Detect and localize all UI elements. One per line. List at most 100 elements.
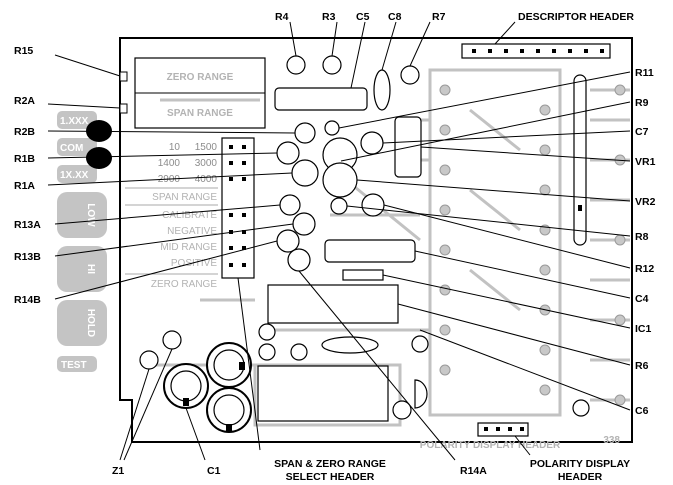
r13b-component bbox=[292, 212, 316, 236]
range-row-1-min: 10 bbox=[169, 142, 181, 153]
callout-polarity-header-line1: POLARITY DISPLAY bbox=[530, 458, 630, 470]
vr2-component-lower bbox=[322, 162, 358, 198]
hold-label: HOLD bbox=[85, 309, 96, 337]
c8-component bbox=[373, 69, 391, 111]
r5-component-c bbox=[290, 343, 308, 361]
test-label: TEST bbox=[61, 360, 87, 371]
range-row-3-max: 4000 bbox=[195, 174, 218, 185]
com-label: COM bbox=[60, 143, 83, 154]
callout-r6: R6 bbox=[635, 360, 649, 372]
callout-z1: Z1 bbox=[112, 465, 124, 477]
callout-c1: C1 bbox=[207, 465, 221, 477]
positive-option: POSITIVE bbox=[171, 258, 217, 269]
x1-range-pad bbox=[57, 111, 97, 129]
r5-component-a bbox=[258, 323, 276, 341]
callout-r4: R4 bbox=[275, 11, 289, 23]
r5-component-b bbox=[258, 343, 276, 361]
c4-component bbox=[324, 239, 416, 263]
calibrate-option: CALIBRATE bbox=[162, 210, 217, 221]
r1a-component bbox=[291, 159, 319, 187]
callout-r13a: R13A bbox=[14, 219, 41, 231]
r14b-component bbox=[276, 229, 300, 253]
c1c-marker bbox=[226, 424, 232, 432]
span-range-title: SPAN RANGE bbox=[167, 108, 233, 119]
r13a-component bbox=[279, 194, 301, 216]
callout-ic1: IC1 bbox=[635, 323, 652, 335]
callout-polarity-header-line2: HEADER bbox=[558, 471, 603, 483]
x2-range-label: 1X.XX bbox=[60, 170, 89, 181]
range-row-2-min: 1400 bbox=[158, 158, 181, 169]
r6-component bbox=[267, 284, 399, 324]
range-table: 10 1500 1400 3000 2900 4000 SPAN RANGE C… bbox=[125, 142, 218, 290]
c5-component bbox=[274, 87, 368, 111]
span-range-option: SPAN RANGE bbox=[152, 192, 217, 203]
board-number: 338 bbox=[603, 435, 620, 446]
hi-button bbox=[57, 246, 107, 292]
x2-range-pad bbox=[57, 165, 97, 183]
r1b-component bbox=[276, 141, 300, 165]
com-pad bbox=[57, 138, 97, 156]
x1-range-label: 1.XXX bbox=[60, 116, 89, 127]
polarity-pad bbox=[392, 400, 412, 420]
polarity-display-header-board-label: POLARITY DISPLAY HEADER bbox=[420, 440, 561, 451]
r4-component bbox=[286, 55, 306, 75]
callout-span-zero-header-line2: SELECT HEADER bbox=[286, 471, 375, 483]
callout-r1b: R1B bbox=[14, 153, 35, 165]
callout-r13b: R13B bbox=[14, 251, 41, 263]
callout-c6: C6 bbox=[635, 405, 649, 417]
c1b-marker bbox=[239, 362, 245, 370]
callout-r1a: R1A bbox=[14, 180, 35, 192]
c1-component-inner bbox=[170, 370, 202, 402]
hold-button bbox=[57, 300, 107, 346]
leader-lines bbox=[47, 21, 631, 461]
callout-r14b: R14B bbox=[14, 294, 41, 306]
callout-vr2: VR2 bbox=[635, 196, 656, 208]
callout-r2a: R2A bbox=[14, 95, 35, 107]
callout-r9: R9 bbox=[635, 97, 649, 109]
callout-span-zero-header-line1: SPAN & ZERO RANGE bbox=[274, 458, 386, 470]
r7-component bbox=[400, 65, 420, 85]
callout-r8: R8 bbox=[635, 231, 649, 243]
c3-component bbox=[411, 335, 429, 353]
mid-range-option: MID RANGE bbox=[160, 242, 217, 253]
r14a-component bbox=[287, 248, 311, 272]
zero-range-title: ZERO RANGE bbox=[167, 72, 234, 83]
jumper-dot-lower bbox=[86, 147, 112, 169]
zero-range-option: ZERO RANGE bbox=[151, 279, 217, 290]
low-label: LOW bbox=[85, 203, 96, 227]
r15-pad bbox=[119, 71, 128, 82]
test-button bbox=[57, 356, 97, 372]
callout-r12: R12 bbox=[635, 263, 654, 275]
c7b-component bbox=[361, 193, 385, 217]
callout-r3: R3 bbox=[322, 11, 336, 23]
c3b-component bbox=[414, 379, 428, 409]
polarity-display-header-pins bbox=[477, 422, 529, 437]
c1-marker bbox=[183, 398, 189, 406]
ic1-component bbox=[342, 269, 384, 281]
callout-r7: R7 bbox=[432, 11, 446, 23]
negative-option: NEGATIVE bbox=[167, 226, 217, 237]
c2-component bbox=[321, 336, 379, 354]
callout-vr1: VR1 bbox=[635, 156, 656, 168]
callout-c5: C5 bbox=[356, 11, 370, 23]
callout-r15: R15 bbox=[14, 45, 33, 57]
callout-r14a: R14A bbox=[460, 465, 487, 477]
led-small-component bbox=[162, 330, 182, 350]
r8-component bbox=[330, 197, 348, 215]
lower-relay-component bbox=[257, 365, 389, 422]
side-button-group: 1.XXX COM 1X.XX LOW HI HOLD TEST bbox=[57, 111, 107, 372]
callout-r2b: R2B bbox=[14, 126, 35, 138]
r3-component bbox=[322, 55, 342, 75]
low-button bbox=[57, 192, 107, 238]
callout-c8: C8 bbox=[388, 11, 402, 23]
range-row-2-max: 3000 bbox=[195, 158, 218, 169]
z1-component bbox=[139, 350, 159, 370]
r2b-component bbox=[294, 122, 316, 144]
callout-c4: C4 bbox=[635, 293, 649, 305]
callout-descriptor-header: DESCRIPTOR HEADER bbox=[518, 11, 634, 23]
range-row-1-max: 1500 bbox=[195, 142, 218, 153]
c7-component bbox=[360, 131, 384, 155]
c6-component bbox=[572, 399, 590, 417]
r2a-pad bbox=[119, 103, 128, 114]
